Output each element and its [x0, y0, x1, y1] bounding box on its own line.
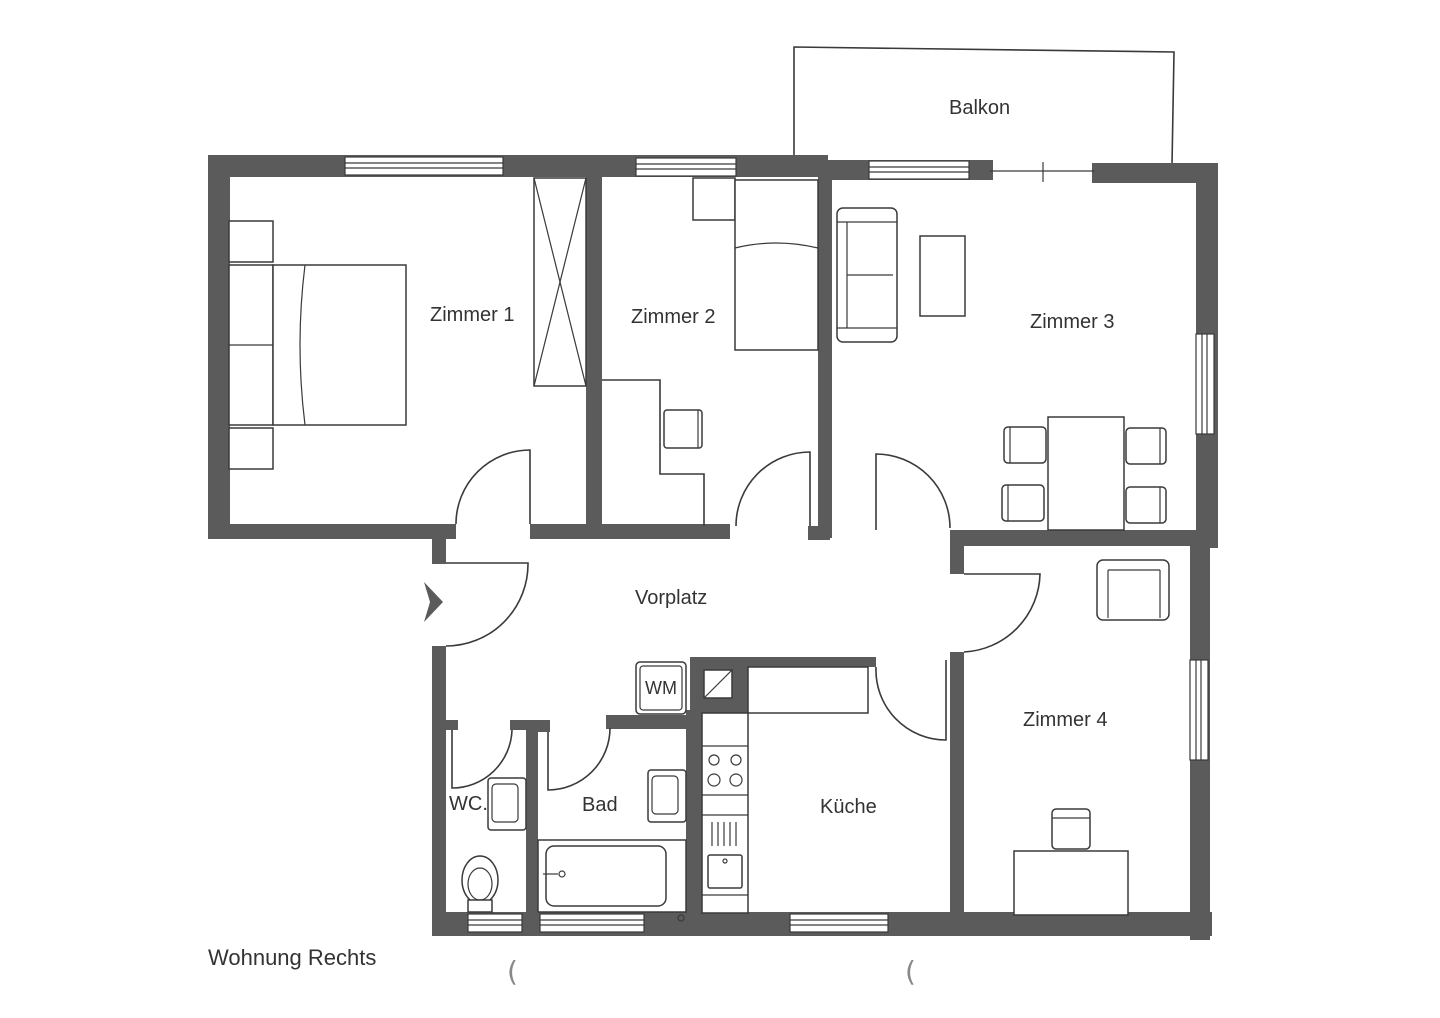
room-label-zimmer-2: Zimmer 2 — [631, 306, 716, 328]
room-label-zimmer-3: Zimmer 3 — [1030, 311, 1115, 333]
room-label-zimmer-1: Zimmer 1 — [430, 304, 515, 326]
room-label-bad: Bad — [582, 794, 618, 816]
plan-title: Wohnung Rechts — [208, 945, 377, 970]
room-label-balkon: Balkon — [949, 97, 1011, 119]
furniture — [228, 177, 1170, 922]
room-label-vorplatz: Vorplatz — [635, 587, 708, 609]
windows — [344, 156, 1215, 933]
scan-mark: ( — [507, 955, 518, 988]
room-label-kueche: Küche — [820, 796, 877, 818]
room-label-zimmer-4: Zimmer 4 — [1023, 709, 1108, 731]
balcony-outline — [793, 46, 1175, 166]
washing-machine-label: WM — [645, 678, 677, 698]
scan-mark: ( — [905, 955, 916, 988]
room-label-wc: WC. — [449, 793, 488, 815]
doors — [424, 449, 1041, 791]
